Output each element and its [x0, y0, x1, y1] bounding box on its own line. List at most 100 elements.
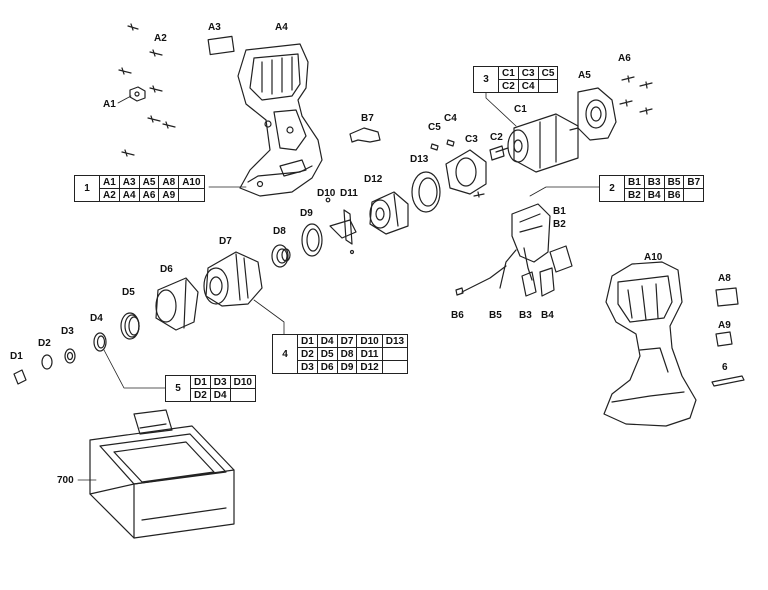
washer-d9 [301, 223, 323, 257]
group-cell: D3 [297, 360, 318, 374]
group-table-2: 2 B1 B3 B5 B7 B2 B4 B6 [599, 175, 705, 202]
part-label-d13: D13 [410, 154, 429, 165]
screw-c5 [430, 143, 439, 151]
spring-d5 [120, 312, 140, 340]
switch-block-b2 [549, 245, 573, 273]
wire-b6 [461, 265, 507, 293]
ring-d4 [93, 332, 107, 352]
part-label-6: 6 [722, 362, 728, 373]
group-number: 3 [473, 66, 499, 93]
part-label-a1: A1 [103, 99, 116, 110]
group-cell: D12 [356, 360, 383, 374]
group-cell: B1 [624, 175, 645, 189]
group-table-3: 3 C1 C3 C5 C2 C4 [473, 66, 559, 93]
part-label-d10: D10 [317, 188, 336, 199]
part-label-b6: B6 [451, 310, 464, 321]
part-label-d5: D5 [122, 287, 135, 298]
group-cell [537, 79, 559, 93]
wire-b5 [499, 249, 517, 289]
nut-a1 [129, 86, 146, 102]
group-cell: C1 [498, 66, 519, 80]
group-cell: D1 [297, 334, 318, 348]
group-cell [381, 347, 409, 361]
planetary-d12 [369, 191, 409, 235]
group-cell: D6 [316, 360, 338, 374]
part-label-d11: D11 [340, 188, 358, 199]
group-cell [381, 360, 409, 374]
screw-c4 [446, 139, 455, 147]
part-label-d8: D8 [273, 226, 286, 237]
belt-hook-6 [711, 375, 745, 387]
leader-a1 [117, 95, 132, 104]
part-label-a10: A10 [644, 252, 663, 263]
group-cell: D5 [316, 347, 338, 361]
clip-b7 [349, 127, 381, 143]
group-cell: D3 [209, 375, 231, 389]
group-number: 2 [599, 175, 625, 202]
carry-case-700 [89, 409, 235, 539]
group-cell [683, 188, 705, 202]
circlip-d2 [41, 354, 53, 370]
group-cell: C3 [517, 66, 539, 80]
group-cell: D8 [336, 347, 358, 361]
group-cell: A10 [178, 175, 205, 189]
group-cell: A6 [138, 188, 160, 202]
part-label-d12: D12 [364, 174, 383, 185]
group-cell: C4 [517, 79, 539, 93]
switch-assembly-b1 [511, 203, 551, 281]
part-label-a8: A8 [718, 273, 731, 284]
part-label-c2: C2 [490, 132, 503, 143]
motor-screw [473, 191, 485, 198]
group-cell: A9 [158, 188, 180, 202]
group-cell: A8 [158, 175, 180, 189]
part-label-case: 700 [57, 475, 74, 486]
part-label-b2: B2 [553, 219, 566, 230]
group-cell: D4 [316, 334, 338, 348]
label-plate-a3 [207, 35, 235, 56]
screws-a2 [118, 23, 176, 157]
part-label-a5: A5 [578, 70, 591, 81]
sleeve-d6 [155, 277, 199, 331]
group-cell [178, 188, 205, 202]
part-label-c3: C3 [465, 134, 478, 145]
part-label-b1: B1 [553, 206, 566, 217]
part-label-d4: D4 [90, 313, 103, 324]
group-table-4: 4 D1 D4 D7 D10 D13 D2 D5 D8 D11 D3 D6 D9… [272, 334, 409, 374]
clip-a9 [715, 331, 733, 347]
group-cell: C5 [537, 66, 559, 80]
switch-b3 [521, 271, 537, 297]
part-label-d6: D6 [160, 264, 173, 275]
group-cell: D2 [297, 347, 318, 361]
part-label-c5: C5 [428, 122, 441, 133]
part-label-d9: D9 [300, 208, 313, 219]
ring-gear-d13 [411, 171, 441, 213]
collar-d7 [203, 251, 263, 307]
pinion-c2 [489, 145, 505, 161]
group-table-5: 5 D1 D3 D10 D2 D4 [165, 375, 256, 402]
part-label-d1: D1 [10, 351, 23, 362]
part-label-b5: B5 [489, 310, 502, 321]
spindle-d11 [329, 209, 357, 245]
part-label-a4: A4 [275, 22, 288, 33]
group-cell: A4 [118, 188, 140, 202]
leader-g2 [529, 186, 600, 197]
group-number: 1 [74, 175, 100, 202]
group-cell: D11 [356, 347, 383, 361]
part-label-a9: A9 [718, 320, 731, 331]
group-cell: B4 [643, 188, 665, 202]
gear-cover-a5 [577, 87, 617, 141]
leader-g3 [485, 88, 517, 127]
badge-a8 [715, 287, 739, 307]
screws-a6 [619, 75, 653, 115]
housing-half-a10 [603, 261, 697, 427]
group-cell [229, 388, 256, 402]
part-label-d7: D7 [219, 236, 232, 247]
group-cell: A1 [99, 175, 120, 189]
group-cell: D9 [336, 360, 358, 374]
group-cell: A2 [99, 188, 120, 202]
part-label-d2: D2 [38, 338, 51, 349]
part-label-a2: A2 [154, 33, 167, 44]
part-label-d3: D3 [61, 326, 74, 337]
housing-half-a4 [237, 43, 323, 197]
